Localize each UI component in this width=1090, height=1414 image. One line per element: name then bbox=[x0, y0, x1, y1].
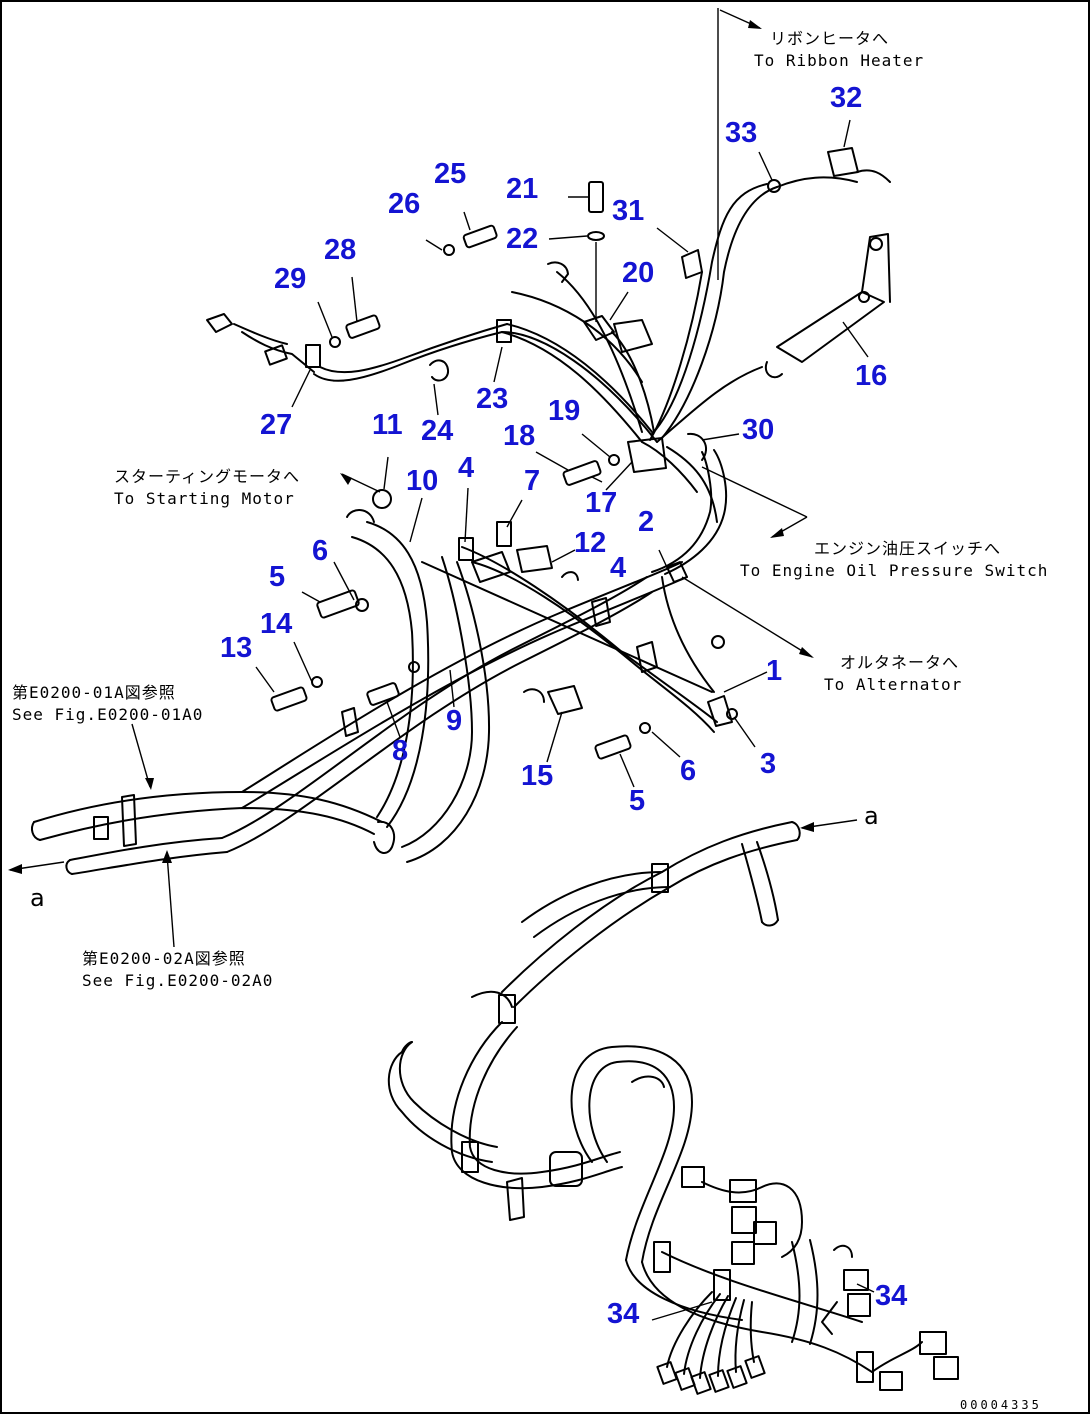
callout-17[interactable]: 17 bbox=[585, 487, 618, 519]
callout-27[interactable]: 27 bbox=[260, 409, 293, 441]
callout-24[interactable]: 24 bbox=[421, 415, 454, 447]
callout-22[interactable]: 22 bbox=[506, 223, 539, 255]
callout-8[interactable]: 8 bbox=[392, 735, 409, 767]
note-starting-motor-jp: スターティングモータへ bbox=[114, 467, 301, 486]
note-ribbon-heater-en: To Ribbon Heater bbox=[754, 51, 925, 70]
ribbon-heater-leader bbox=[717, 8, 762, 280]
callout-29[interactable]: 29 bbox=[274, 263, 307, 295]
note-alternator-en: To Alternator bbox=[824, 675, 963, 694]
note-ribbon-heater-jp: リボンヒータへ bbox=[770, 29, 890, 48]
note-oil-pressure-jp: エンジン油圧スイッチへ bbox=[814, 539, 1002, 558]
drawing-number: 00004335 bbox=[960, 1398, 1042, 1412]
callout-4-upper[interactable]: 4 bbox=[458, 452, 475, 484]
callout-2[interactable]: 2 bbox=[638, 506, 655, 538]
callout-32[interactable]: 32 bbox=[830, 82, 863, 114]
callout-34-right[interactable]: 34 bbox=[875, 1280, 908, 1312]
note-starting-motor-en: To Starting Motor bbox=[114, 489, 295, 508]
main-harness-left bbox=[8, 561, 688, 948]
callout-20[interactable]: 20 bbox=[622, 257, 655, 289]
note-see-fig-2-en: See Fig.E0200-02A0 bbox=[82, 971, 274, 990]
callout-28[interactable]: 28 bbox=[324, 234, 357, 266]
note-see-fig-1-en: See Fig.E0200-01A0 bbox=[12, 705, 204, 724]
callout-26[interactable]: 26 bbox=[388, 188, 421, 220]
lower-harness bbox=[387, 819, 959, 1395]
callout-5-upper[interactable]: 5 bbox=[269, 561, 286, 593]
callout-15[interactable]: 15 bbox=[521, 760, 554, 792]
callout-19[interactable]: 19 bbox=[548, 395, 581, 427]
callout-13[interactable]: 13 bbox=[220, 632, 253, 664]
callout-5-lower[interactable]: 5 bbox=[629, 785, 646, 817]
note-leaders bbox=[340, 466, 814, 658]
callout-7[interactable]: 7 bbox=[524, 465, 541, 497]
note-see-fig-2-jp: 第E0200-02A図参照 bbox=[82, 949, 246, 968]
callout-9[interactable]: 9 bbox=[446, 705, 463, 737]
ref-a-right: a bbox=[864, 802, 879, 830]
callout-3[interactable]: 3 bbox=[760, 748, 777, 780]
note-oil-pressure-en: To Engine Oil Pressure Switch bbox=[740, 561, 1049, 580]
callout-18[interactable]: 18 bbox=[503, 420, 536, 452]
callout-31[interactable]: 31 bbox=[612, 195, 645, 227]
callout-21[interactable]: 21 bbox=[506, 173, 539, 205]
callout-4-lower[interactable]: 4 bbox=[610, 552, 627, 584]
callout-14[interactable]: 14 bbox=[260, 608, 293, 640]
callout-6-upper[interactable]: 6 bbox=[312, 535, 329, 567]
callout-6-lower[interactable]: 6 bbox=[680, 755, 697, 787]
callout-34-left[interactable]: 34 bbox=[607, 1298, 640, 1330]
callout-25[interactable]: 25 bbox=[434, 158, 467, 190]
note-alternator-jp: オルタネータへ bbox=[840, 653, 960, 672]
callout-1[interactable]: 1 bbox=[766, 655, 783, 687]
callout-30[interactable]: 30 bbox=[742, 414, 775, 446]
upper-harness bbox=[206, 147, 891, 523]
callout-10[interactable]: 10 bbox=[406, 465, 439, 497]
callout-33[interactable]: 33 bbox=[725, 117, 758, 149]
ref-a-left: a bbox=[30, 884, 45, 912]
callout-23[interactable]: 23 bbox=[476, 383, 509, 415]
callout-16[interactable]: 16 bbox=[855, 360, 888, 392]
note-see-fig-1-jp: 第E0200-01A図参照 bbox=[12, 683, 176, 702]
middle-harness bbox=[270, 449, 738, 863]
callout-11[interactable]: 11 bbox=[372, 409, 403, 441]
callout-leaders bbox=[255, 119, 869, 788]
callout-12[interactable]: 12 bbox=[574, 527, 607, 559]
